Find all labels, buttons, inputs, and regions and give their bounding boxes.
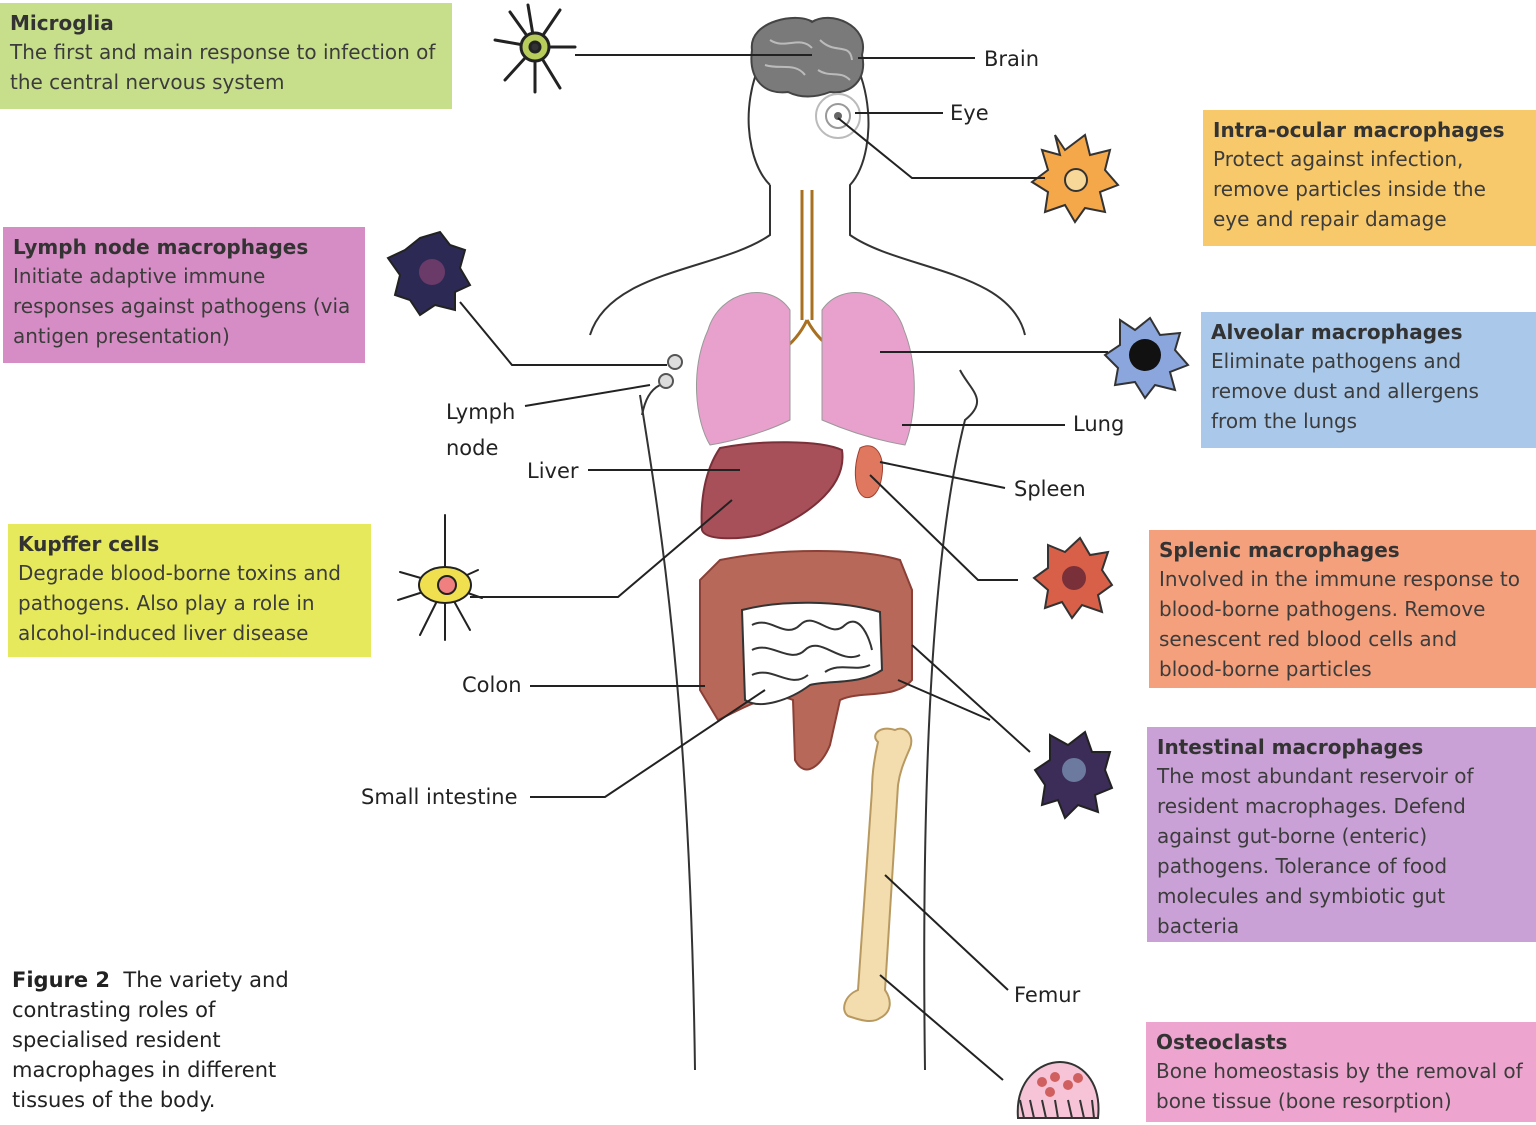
- microglia-title: Microglia: [10, 9, 442, 37]
- microglia-text: The first and main response to infection…: [10, 37, 442, 97]
- alveolar-text: Eliminate pathogens and remove dust and …: [1211, 346, 1526, 436]
- colon-label: Colon: [462, 670, 522, 700]
- kupffer-box: Kupffer cells Degrade blood-borne toxins…: [8, 524, 371, 657]
- osteoclasts-text: Bone homeostasis by the removal of bone …: [1156, 1056, 1526, 1116]
- intestinal-nucleus-icon: [1062, 758, 1086, 782]
- osteoclast-icon: [1018, 1062, 1099, 1118]
- spleen-label: Spleen: [1014, 474, 1086, 504]
- lymph-node-shapes: [659, 355, 682, 388]
- splenic-text: Involved in the immune response to blood…: [1159, 564, 1526, 684]
- intestinal-text: The most abundant reservoir of resident …: [1157, 761, 1526, 941]
- femur-shape: [844, 729, 911, 1021]
- spleen-shape: [855, 446, 882, 498]
- osteoclasts-box: Osteoclasts Bone homeostasis by the remo…: [1146, 1022, 1536, 1122]
- lymph-node-box: Lymph node macrophages Initiate adaptive…: [3, 227, 365, 363]
- kupffer-title: Kupffer cells: [18, 530, 361, 558]
- small-intestine-label: Small intestine: [361, 782, 518, 812]
- splenic-nucleus-icon: [1062, 566, 1086, 590]
- alveolar-nucleus-icon: [1129, 339, 1161, 371]
- kupffer-cell-icon: [398, 515, 482, 640]
- liver-shape: [702, 442, 843, 538]
- lymph-node-label: Lymph node: [446, 394, 526, 466]
- brain-shape: [751, 18, 863, 97]
- lymph-node-title: Lymph node macrophages: [13, 233, 355, 261]
- intraocular-title: Intra-ocular macrophages: [1213, 116, 1526, 144]
- alveolar-box: Alveolar macrophages Eliminate pathogens…: [1201, 312, 1536, 448]
- figure-number: Figure 2: [12, 968, 110, 992]
- splenic-title: Splenic macrophages: [1159, 536, 1526, 564]
- microglia-box: Microglia The first and main response to…: [0, 3, 452, 109]
- kupffer-text: Degrade blood-borne toxins and pathogens…: [18, 558, 361, 648]
- liver-label: Liver: [527, 456, 579, 486]
- brain-label: Brain: [984, 44, 1039, 74]
- lymph-node-text: Initiate adaptive immune responses again…: [13, 261, 355, 351]
- intraocular-box: Intra-ocular macrophages Protect against…: [1203, 110, 1536, 246]
- eye-label: Eye: [950, 98, 989, 128]
- intraocular-text: Protect against infection, remove partic…: [1213, 144, 1526, 234]
- intestinal-title: Intestinal macrophages: [1157, 733, 1526, 761]
- osteoclasts-title: Osteoclasts: [1156, 1028, 1526, 1056]
- figure-caption: Figure 2 The variety and contrasting rol…: [12, 965, 322, 1115]
- left-lung: [696, 293, 790, 445]
- splenic-box: Splenic macrophages Involved in the immu…: [1149, 530, 1536, 688]
- alveolar-title: Alveolar macrophages: [1211, 318, 1526, 346]
- intestinal-box: Intestinal macrophages The most abundant…: [1147, 727, 1536, 942]
- microglia-cell-icon: [495, 5, 575, 92]
- femur-label: Femur: [1014, 980, 1080, 1010]
- lymph-node-nucleus-icon: [419, 259, 445, 285]
- right-lung: [822, 293, 914, 445]
- lung-label: Lung: [1073, 409, 1124, 439]
- intraocular-nucleus-icon: [1065, 169, 1087, 191]
